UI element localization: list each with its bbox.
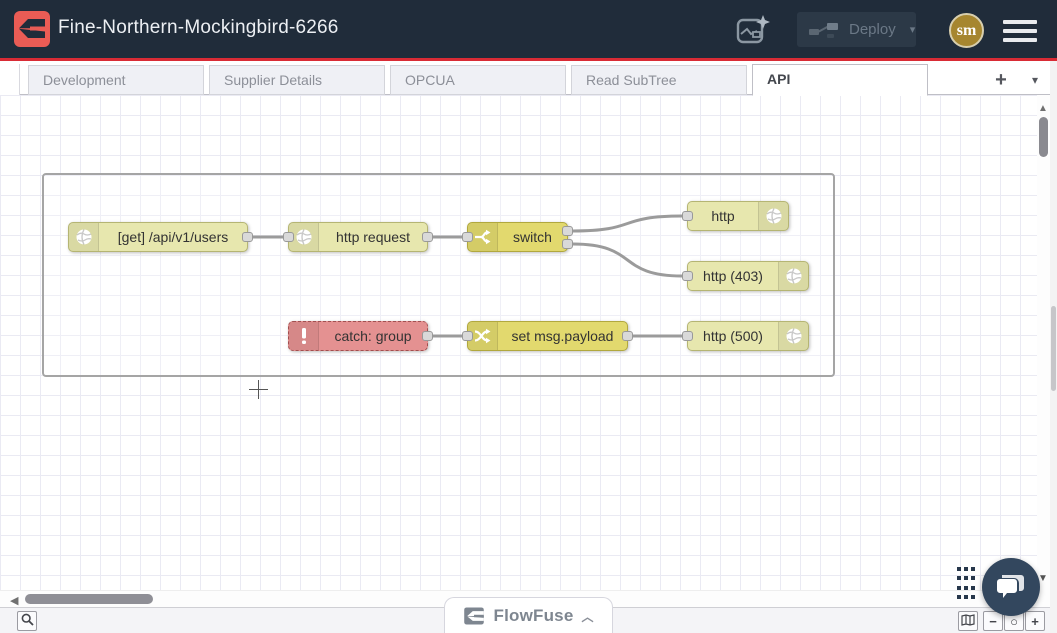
node-label: http (500) xyxy=(703,328,763,344)
flowfuse-badge[interactable]: FlowFuse ︿ xyxy=(444,597,613,633)
tab-supplier-details[interactable]: Supplier Details xyxy=(209,65,385,95)
minimap-toggle-button[interactable] xyxy=(958,611,978,631)
tab-development[interactable]: Development xyxy=(28,65,204,95)
node-label: http xyxy=(711,208,735,224)
node-label: switch xyxy=(513,229,552,245)
header-accent-line xyxy=(0,58,1057,61)
wire-layer xyxy=(253,214,683,338)
node-output-port[interactable] xyxy=(622,331,633,341)
node-label: http request xyxy=(336,229,410,245)
chevron-up-icon[interactable]: ︿ xyxy=(581,610,594,624)
node-output-port[interactable] xyxy=(422,232,433,242)
wire[interactable] xyxy=(572,214,683,233)
globe-icon xyxy=(778,262,808,290)
fork-icon xyxy=(468,223,498,251)
flow-node-httpreq[interactable]: http request xyxy=(283,222,433,252)
zoom-in-button[interactable]: + xyxy=(1025,611,1045,631)
vertical-scroll-thumb[interactable] xyxy=(1039,117,1048,157)
flowfuse-badge-icon xyxy=(464,606,485,625)
flow-node-http500[interactable]: http (500) xyxy=(682,321,809,351)
flow-node-httpin[interactable]: [get] /api/v1/users xyxy=(68,222,253,252)
deploy-button[interactable]: Deploy ▾ xyxy=(797,12,916,47)
horizontal-scroll-thumb[interactable] xyxy=(25,594,153,604)
page-scrollbar[interactable] xyxy=(1050,61,1057,633)
node-label: set msg.payload xyxy=(511,328,614,344)
node-output-port[interactable] xyxy=(562,239,573,249)
tab-bar-spacer xyxy=(0,64,20,95)
deploy-button-label: Deploy xyxy=(849,21,896,38)
tab-read-subtree[interactable]: Read SubTree xyxy=(571,65,747,95)
node-output-port[interactable] xyxy=(242,232,253,242)
scroll-up-icon[interactable]: ▲ xyxy=(1038,103,1048,114)
node-input-port[interactable] xyxy=(682,211,693,221)
scroll-left-icon[interactable]: ◀ xyxy=(10,595,19,607)
node-label: [get] /api/v1/users xyxy=(117,229,229,245)
exclamation-icon xyxy=(289,322,319,350)
node-input-port[interactable] xyxy=(682,271,693,281)
deploy-caret-icon[interactable]: ▾ xyxy=(909,24,916,36)
ai-assistant-button[interactable] xyxy=(733,13,773,47)
globe-icon xyxy=(758,202,788,230)
node-label: catch: group xyxy=(334,328,412,344)
node-output-port[interactable] xyxy=(422,331,433,341)
flow-title: Fine-Northern-Mockingbird-6266 xyxy=(58,17,339,38)
flow-node-http403[interactable]: http (403) xyxy=(682,261,809,291)
page-scroll-thumb[interactable] xyxy=(1051,306,1056,391)
node-input-port[interactable] xyxy=(283,232,294,242)
chat-bubble-icon xyxy=(997,575,1024,598)
node-input-port[interactable] xyxy=(462,232,473,242)
chat-drag-handle[interactable] xyxy=(957,567,975,601)
add-flow-button[interactable]: + xyxy=(986,67,1016,93)
deploy-nodes-icon xyxy=(809,22,838,38)
tab-api[interactable]: API xyxy=(752,64,928,96)
flow-node-change[interactable]: set msg.payload xyxy=(462,321,633,351)
flow-node-catch[interactable]: catch: group xyxy=(288,321,433,351)
search-icon xyxy=(21,613,34,626)
map-icon xyxy=(961,613,975,626)
node-input-port[interactable] xyxy=(682,331,693,341)
header-bar: Fine-Northern-Mockingbird-6266 Deploy ▾ … xyxy=(0,0,1057,58)
globe-icon xyxy=(69,223,99,251)
flow-list-menu-button[interactable]: ▾ xyxy=(1020,67,1050,93)
globe-icon xyxy=(289,223,319,251)
node-input-port[interactable] xyxy=(462,331,473,341)
user-avatar[interactable]: sm xyxy=(949,13,984,48)
flow-node-switch[interactable]: switch xyxy=(462,222,573,252)
wire[interactable] xyxy=(572,242,683,278)
globe-icon xyxy=(778,322,808,350)
search-button[interactable] xyxy=(17,611,37,631)
scroll-down-icon[interactable]: ▼ xyxy=(1038,573,1048,584)
main-menu-button[interactable] xyxy=(1003,20,1037,42)
flowfuse-badge-label: FlowFuse xyxy=(493,605,574,625)
flowfuse-logo-icon[interactable] xyxy=(14,11,50,47)
flow-node-http200[interactable]: http xyxy=(682,201,789,231)
node-output-port[interactable] xyxy=(562,226,573,236)
zoom-out-button[interactable]: − xyxy=(983,611,1003,631)
shuffle-icon xyxy=(468,322,498,350)
tab-opcua[interactable]: OPCUA xyxy=(390,65,566,95)
chat-widget-button[interactable] xyxy=(982,558,1040,616)
node-label: http (403) xyxy=(703,268,763,284)
flow-sparkle-icon xyxy=(736,15,770,44)
cursor-crosshair xyxy=(249,380,268,399)
flow-canvas[interactable]: [get] /api/v1/users http request switch htt… xyxy=(0,95,1037,590)
vertical-scrollbar[interactable]: ▲ ▼ xyxy=(1037,95,1050,607)
